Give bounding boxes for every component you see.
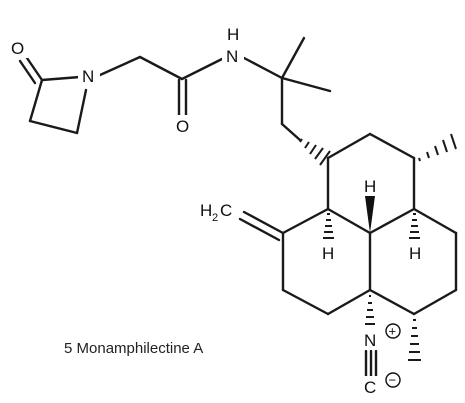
bond-c6-c5	[326, 288, 372, 316]
bond-n-carbonyl	[40, 75, 82, 82]
negative-charge: −	[389, 373, 397, 388]
bond-c4-center	[368, 207, 416, 235]
atom-c-isocyanide: C	[364, 378, 376, 397]
atom-o-lactam: O	[11, 39, 24, 58]
isocyanide-triple-bond	[364, 349, 378, 378]
bond-methylene-2	[238, 217, 281, 242]
methylene-c: C	[220, 201, 232, 220]
compound-caption: 5 Monamphilectine A	[64, 340, 204, 357]
gem-dimethyl	[280, 36, 332, 142]
bond-ch2-co	[138, 55, 184, 81]
hashed-h-right	[409, 213, 420, 239]
atom-h-left: H	[322, 244, 334, 263]
atom-methylene-h2c: H 2 C	[200, 201, 232, 224]
atom-n-lactam: N	[82, 67, 94, 86]
bond-lactam-co-2	[18, 59, 37, 85]
bond-c7-c6	[281, 288, 330, 316]
atom-n-amide: N	[226, 47, 238, 66]
bond-c12-c5	[368, 288, 416, 316]
tricyclic-core	[281, 132, 458, 316]
methylene-subscript: 2	[212, 212, 218, 224]
atom-o-amide: O	[176, 117, 189, 136]
hashed-wedge-methyl-top-right	[418, 133, 457, 162]
bold-wedge-h-top	[365, 196, 375, 233]
bond-methyl-up	[280, 36, 306, 80]
bond-methyl-right	[280, 76, 332, 93]
bond-ring-bottom	[28, 119, 79, 135]
hashed-wedge-isocyanide	[365, 295, 375, 325]
hashed-h-left	[323, 213, 334, 239]
beta-lactam-ring	[18, 56, 88, 135]
hashed-wedge-side-chain	[299, 138, 331, 166]
bond-nh-cq	[242, 56, 284, 80]
bond-ring-n	[75, 88, 88, 135]
positive-charge: +	[389, 324, 397, 339]
bond-n-ch2	[98, 55, 142, 77]
acetamide-linker	[98, 55, 284, 117]
atom-n-isocyanide: N	[364, 331, 376, 350]
atom-h-top: H	[364, 177, 376, 196]
negative-charge-badge: −	[385, 372, 401, 388]
positive-charge-badge: +	[385, 323, 401, 339]
bond-c4-c10	[412, 207, 458, 235]
bond-methylene-1	[242, 210, 285, 235]
h-wedge-top	[365, 196, 375, 233]
atom-labels: O N H N O H 2 C H H H N C	[8, 24, 425, 397]
atom-h-right: H	[409, 244, 421, 263]
hashed-wedge-methyl-bottom	[408, 319, 421, 361]
bond-lactam-co-1	[25, 56, 44, 82]
bond-c1-c2	[326, 132, 372, 160]
bond-c11-c12	[412, 288, 458, 316]
bond-c9-c8	[281, 207, 330, 235]
bond-co-nh	[180, 57, 224, 81]
bond-co-lactam-c2	[28, 78, 44, 123]
bond-chain-to-hash	[280, 122, 302, 142]
methylene-h: H	[200, 201, 212, 220]
atom-h-amide: H	[227, 25, 239, 44]
bond-c9-center	[326, 207, 372, 235]
bond-c2-c3	[368, 132, 416, 160]
exocyclic-methylene	[238, 210, 285, 242]
